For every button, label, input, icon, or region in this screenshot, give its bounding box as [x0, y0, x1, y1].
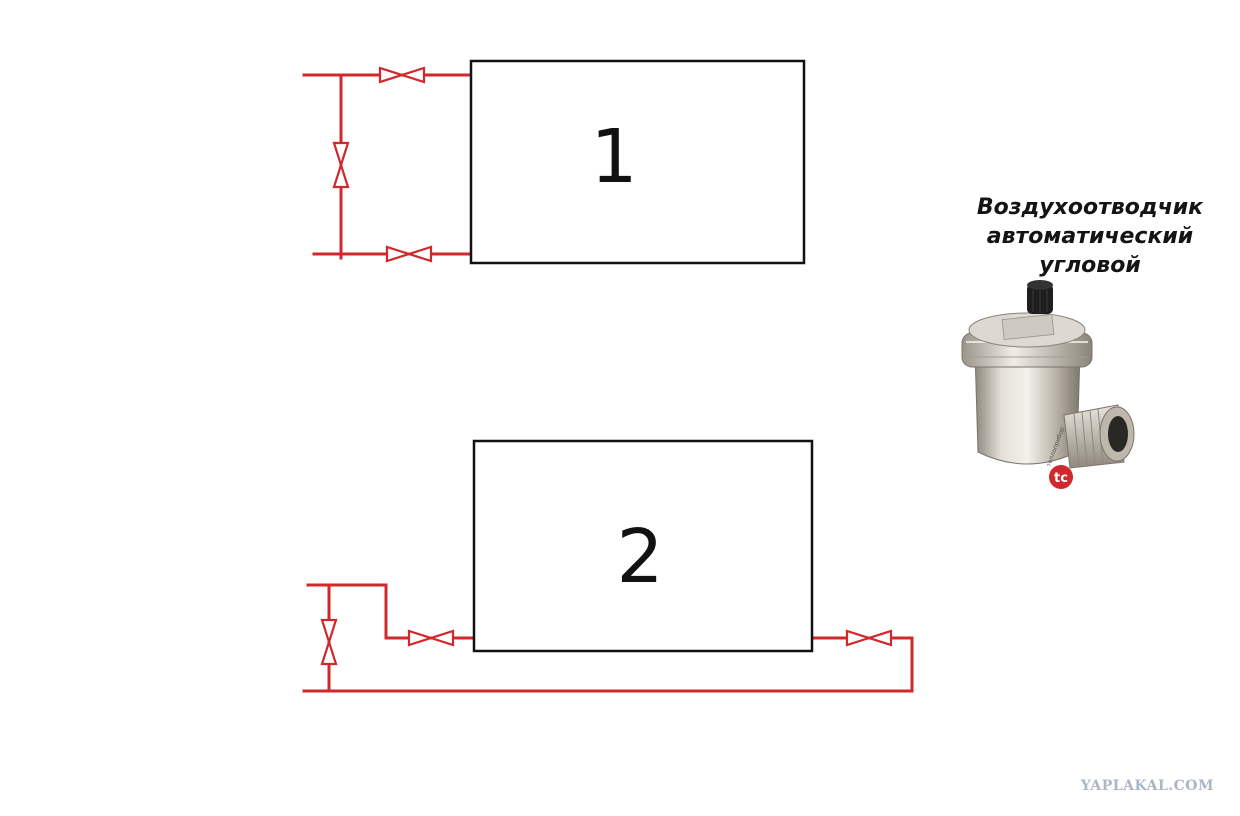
radiator-2: 2 [472, 439, 814, 653]
site-watermark: YAPLAKAL.COM [1080, 778, 1214, 794]
shutoff-valve[interactable] [845, 629, 893, 647]
shutoff-valve[interactable] [385, 245, 433, 263]
bypass-valve[interactable] [320, 618, 338, 666]
radiator-2-label: 2 [616, 514, 663, 600]
bypass-valve[interactable] [332, 141, 350, 189]
vent-body [974, 351, 1081, 465]
brand-logo-text: tc [1054, 471, 1068, 486]
shutoff-valve[interactable] [407, 629, 455, 647]
brand-logo [1049, 465, 1073, 489]
radiator-2-body [472, 439, 814, 653]
radiator-1-label: 1 [590, 114, 637, 200]
scheme-2: 2 [302, 439, 914, 693]
radiator-1-body [469, 59, 806, 265]
caption-line-3: угловой [1039, 253, 1141, 278]
air-vent-illustration: tc теплоприбор [961, 280, 1135, 489]
scheme-1: 1 [302, 59, 806, 265]
caption-line-1: Воздухоотводчик [976, 195, 1204, 220]
radiator-1: 1 [469, 59, 806, 265]
pipe-lines-1 [302, 73, 472, 260]
shutoff-valve[interactable] [378, 66, 426, 84]
caption-line-2: автоматический [986, 224, 1194, 249]
air-vent-caption: Воздухоотводчик автоматический угловой [900, 193, 1240, 280]
